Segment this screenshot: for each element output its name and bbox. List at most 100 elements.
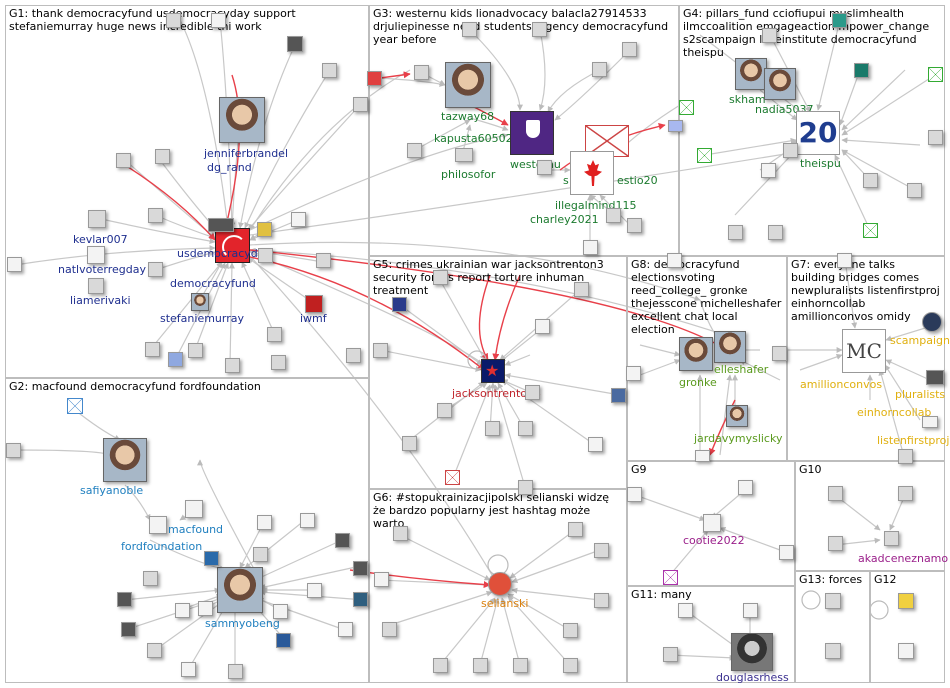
- node-g5-c[interactable]: [535, 319, 550, 334]
- node-g4-i[interactable]: [728, 225, 743, 240]
- node-g3-d[interactable]: [462, 22, 477, 37]
- node-philosofor[interactable]: [455, 148, 473, 162]
- node-elleshafer[interactable]: [714, 331, 746, 363]
- node-g3-l[interactable]: [668, 120, 683, 132]
- node-g6-f[interactable]: [433, 658, 448, 673]
- node-g1-j[interactable]: [353, 97, 368, 112]
- node-g1-o[interactable]: [267, 327, 282, 342]
- node-g10-c[interactable]: [828, 536, 843, 551]
- node-g1-b[interactable]: [116, 153, 131, 168]
- node-g4-a[interactable]: [832, 13, 847, 28]
- node-westernu-logo[interactable]: [510, 111, 554, 155]
- node-g2-p[interactable]: [117, 592, 132, 607]
- node-g3-e[interactable]: [532, 22, 547, 37]
- node-g7-d[interactable]: [898, 449, 913, 464]
- node-g9-b[interactable]: [738, 480, 753, 495]
- node-g9-c[interactable]: [779, 545, 794, 560]
- node-g2-c[interactable]: [257, 515, 272, 530]
- node-g2-g[interactable]: [353, 592, 368, 607]
- node-g1-p[interactable]: [225, 358, 240, 373]
- node-selianski[interactable]: [488, 572, 512, 596]
- node-natlvoterregday[interactable]: [87, 246, 105, 264]
- node-g13-a[interactable]: [825, 593, 841, 609]
- node-g3-g[interactable]: [622, 42, 637, 57]
- node-g5-h[interactable]: [626, 366, 641, 381]
- node-g1-c[interactable]: [155, 149, 170, 164]
- node-g11-b[interactable]: [743, 603, 758, 618]
- node-g6-c[interactable]: [594, 543, 609, 558]
- node-g2-l[interactable]: [228, 664, 243, 679]
- node-g13-b[interactable]: [825, 643, 841, 659]
- node-g1-n[interactable]: [258, 248, 273, 263]
- node-g2-b[interactable]: [6, 443, 21, 458]
- node-g2-e[interactable]: [335, 533, 350, 548]
- node-g9-a[interactable]: [627, 487, 642, 502]
- node-akadceneznamo[interactable]: [884, 531, 899, 546]
- node-g5-d[interactable]: [574, 282, 589, 297]
- node-g4-h[interactable]: [783, 143, 798, 158]
- node-jacksontrenton3[interactable]: [481, 359, 505, 383]
- node-g7-a[interactable]: [922, 312, 942, 332]
- node-g8-a[interactable]: [667, 253, 682, 268]
- node-amillionconvos-logo[interactable]: MC: [842, 329, 886, 373]
- node-g2-envelope[interactable]: [67, 398, 83, 414]
- node-g4-envelope-a[interactable]: [679, 100, 694, 115]
- node-g2-r[interactable]: [198, 601, 213, 616]
- node-g5-i[interactable]: [402, 436, 417, 451]
- node-g6-b[interactable]: [568, 522, 583, 537]
- node-g8-c[interactable]: [695, 450, 710, 462]
- node-g4-envelope-d[interactable]: [863, 223, 878, 238]
- node-g2-d[interactable]: [300, 513, 315, 528]
- node-g1-r[interactable]: [145, 342, 160, 357]
- node-g7-c[interactable]: [922, 416, 938, 428]
- node-g4-g[interactable]: [761, 163, 776, 178]
- node-g4-envelope-c[interactable]: [928, 67, 943, 82]
- node-g4-c[interactable]: [762, 28, 777, 43]
- node-douglasrhess[interactable]: [731, 633, 773, 671]
- node-g2-k[interactable]: [276, 633, 291, 648]
- node-g5-a[interactable]: [392, 297, 407, 312]
- node-g1-q[interactable]: [188, 343, 203, 358]
- node-g4-j[interactable]: [768, 225, 783, 240]
- node-g1-f[interactable]: [211, 13, 226, 28]
- node-g2-o[interactable]: [121, 622, 136, 637]
- node-safiyanoble[interactable]: [103, 438, 147, 482]
- node-g6-g[interactable]: [473, 658, 488, 673]
- node-g1-u[interactable]: [346, 348, 361, 363]
- node-g1-h[interactable]: [287, 36, 303, 52]
- node-tazway68[interactable]: [445, 62, 491, 108]
- node-g2-a[interactable]: [185, 500, 203, 518]
- node-g5-f[interactable]: [525, 385, 540, 400]
- node-g3-f[interactable]: [592, 62, 607, 77]
- node-g3-a[interactable]: [367, 71, 382, 86]
- node-g5-e[interactable]: [373, 343, 388, 358]
- node-g1-d[interactable]: [148, 208, 163, 223]
- node-g1-l[interactable]: [291, 212, 306, 227]
- node-g2-i[interactable]: [307, 583, 322, 598]
- node-g2-s[interactable]: [253, 547, 268, 562]
- node-g12-a[interactable]: [898, 593, 914, 609]
- node-g5-g[interactable]: [611, 388, 626, 403]
- node-skhamis[interactable]: [735, 58, 767, 90]
- node-jardavymyslicky[interactable]: [726, 405, 748, 427]
- node-g6-i[interactable]: [563, 658, 578, 673]
- node-g4-b[interactable]: [854, 63, 869, 78]
- node-g3-j[interactable]: [583, 240, 598, 255]
- node-g2-q[interactable]: [175, 603, 190, 618]
- node-g12-b[interactable]: [898, 643, 914, 659]
- node-g5-envelope[interactable]: [445, 470, 460, 485]
- node-g3-i[interactable]: [627, 218, 642, 233]
- node-jenniferbrandel[interactable]: [219, 97, 265, 143]
- node-g10-b[interactable]: [898, 486, 913, 501]
- node-g5-n[interactable]: [518, 480, 533, 495]
- node-g4-f[interactable]: [863, 173, 878, 188]
- node-gronke[interactable]: [679, 337, 713, 371]
- node-kevlar007[interactable]: [88, 210, 106, 228]
- node-g8-b[interactable]: [772, 346, 787, 361]
- node-g2-f[interactable]: [353, 561, 368, 576]
- node-g3-b[interactable]: [414, 65, 429, 80]
- node-g9-envelope[interactable]: [663, 570, 678, 585]
- node-g1-t[interactable]: [271, 355, 286, 370]
- node-g6-h[interactable]: [513, 658, 528, 673]
- node-g4-envelope-b[interactable]: [697, 148, 712, 163]
